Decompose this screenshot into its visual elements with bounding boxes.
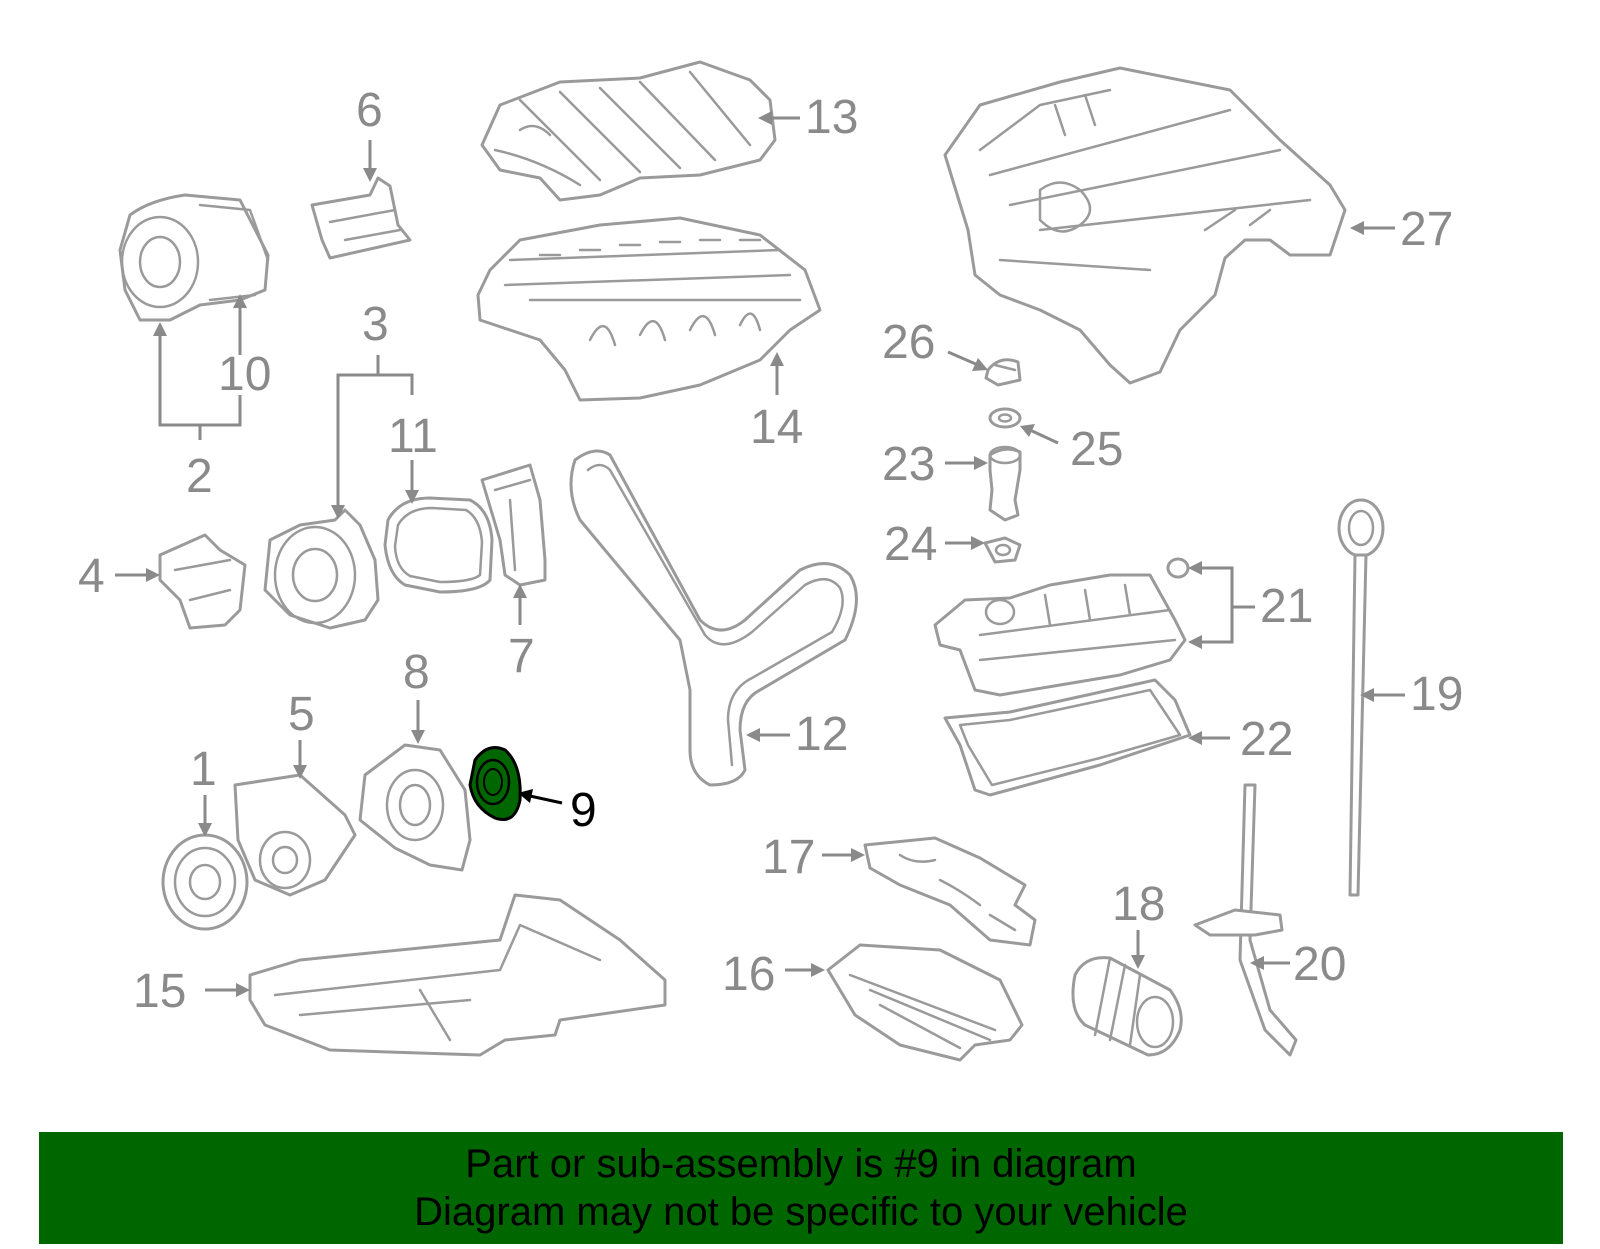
callout-9-highlighted: 9 [570, 784, 597, 837]
part-23-filler-neck [988, 445, 1022, 522]
callout-8: 8 [403, 646, 430, 699]
callout-19: 19 [1410, 668, 1463, 721]
banner-line-part-number: Part or sub-assembly is #9 in diagram [465, 1142, 1137, 1186]
part-2-housing [118, 193, 270, 322]
part-14-lower-intake-manifold [476, 216, 822, 402]
callout-10: 10 [218, 348, 271, 401]
part-8-cover [358, 743, 472, 872]
engine-parts-diagram: 1 2 3 4 5 6 7 8 9 10 11 12 13 14 15 16 1… [78, 60, 1463, 1062]
part-18-oil-filter [1071, 956, 1183, 1057]
callout-16: 16 [722, 948, 775, 1001]
part-17-baffle-plate [863, 836, 1037, 947]
callout-24: 24 [884, 518, 937, 571]
part-3-water-pump [263, 508, 380, 630]
callout-18: 18 [1112, 878, 1165, 931]
part-7-bracket [480, 463, 547, 587]
callout-20: 20 [1293, 938, 1346, 991]
callout-21: 21 [1260, 580, 1313, 633]
part-25-seal-ring [988, 407, 1022, 429]
leader-lines [115, 111, 1405, 997]
part-13-upper-intake-manifold [480, 60, 777, 202]
part-4-bracket [158, 533, 247, 630]
callout-13: 13 [805, 91, 858, 144]
callout-6: 6 [356, 84, 383, 137]
callout-2: 2 [186, 450, 213, 503]
part-9-oil-seal-highlighted [468, 746, 522, 821]
callout-12: 12 [795, 708, 848, 761]
part-20-dipstick-tube [1193, 783, 1298, 1057]
part-19-dipstick [1337, 498, 1385, 897]
callout-14: 14 [750, 401, 803, 454]
callout-1: 1 [190, 743, 217, 796]
part-1-crank-pulley [161, 833, 249, 931]
callout-7: 7 [508, 630, 535, 683]
part-21-valve-cover [933, 557, 1190, 697]
part-15-oil-pan-upper [248, 893, 667, 1057]
part-16-oil-pan-lower [826, 943, 1024, 1062]
callout-15: 15 [133, 965, 186, 1018]
callout-23: 23 [882, 438, 935, 491]
callout-3: 3 [362, 298, 389, 351]
callout-27: 27 [1400, 203, 1453, 256]
part-6-bracket [310, 176, 412, 260]
callout-26: 26 [882, 316, 935, 369]
callout-17: 17 [762, 831, 815, 884]
callout-11: 11 [388, 410, 438, 463]
part-26-filler-cap [984, 358, 1022, 387]
callout-labels: 1 2 3 4 5 6 7 8 9 10 11 12 13 14 15 16 1… [78, 84, 1463, 1018]
callout-25: 25 [1070, 423, 1123, 476]
info-banner: Part or sub-assembly is #9 in diagram Di… [39, 1132, 1563, 1244]
callout-4: 4 [78, 550, 105, 603]
part-24-gasket [983, 536, 1022, 564]
callout-5: 5 [288, 688, 315, 741]
banner-line-disclaimer: Diagram may not be specific to your vehi… [414, 1190, 1188, 1234]
part-27-engine-cover [943, 66, 1347, 385]
part-5-idler-bracket [233, 773, 357, 897]
part-22-valve-cover-gasket [943, 678, 1192, 797]
callout-22: 22 [1240, 713, 1293, 766]
part-12-timing-belt [569, 449, 858, 787]
part-11-gasket [383, 496, 494, 594]
